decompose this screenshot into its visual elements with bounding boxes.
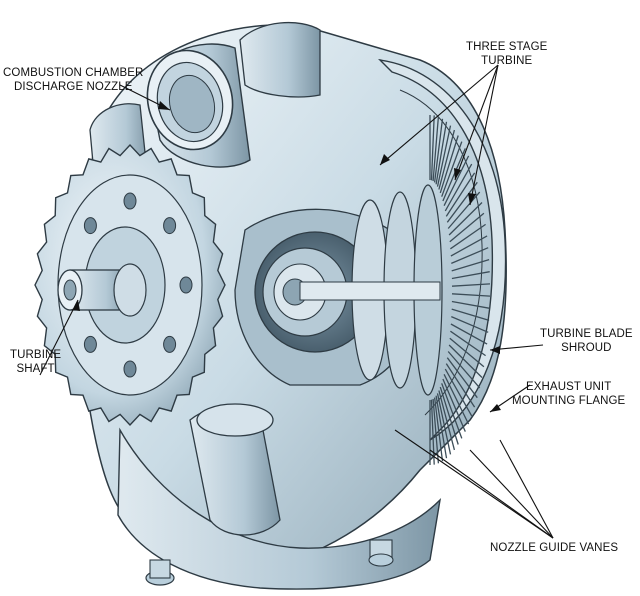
turbine-blade xyxy=(451,293,491,297)
turbine-blade xyxy=(432,398,440,464)
turbine-blade xyxy=(436,393,452,455)
turbine-blade xyxy=(432,116,440,182)
turbine-blade xyxy=(441,141,463,197)
turbine-blade xyxy=(447,191,481,229)
turbine-blade xyxy=(451,258,490,272)
turbine-blade xyxy=(435,121,448,185)
turbine-blade xyxy=(433,397,444,462)
bolt-hole xyxy=(83,335,97,353)
bolt-hole xyxy=(123,360,137,378)
turbine-blade xyxy=(430,115,435,181)
turbine-blade xyxy=(436,125,452,187)
turbine-blade xyxy=(444,163,473,212)
turbine-blade xyxy=(443,374,470,425)
turbine-blade xyxy=(435,395,448,459)
bolt-hole xyxy=(163,217,177,235)
turbine-blade xyxy=(450,235,488,257)
leader-lines xyxy=(39,64,554,539)
turbine-blade-ring xyxy=(429,115,491,465)
label-turbine-shaft: TURBINE SHAFT xyxy=(10,349,62,375)
turbine-shaft xyxy=(57,263,147,317)
turbine-blade xyxy=(439,135,459,194)
turbine-blade xyxy=(449,337,485,368)
discharge-nozzle xyxy=(89,21,321,205)
label-three-stage-turbine: THREE STAGE TURBINE xyxy=(466,41,548,67)
turbine-blade xyxy=(443,155,470,206)
bolt-hole xyxy=(83,217,97,235)
turbine-blade xyxy=(445,172,476,217)
turbine-blade xyxy=(445,363,476,408)
turbine-blade xyxy=(441,383,463,439)
turbine-blade xyxy=(451,283,491,287)
turbine-blade xyxy=(451,316,489,333)
turbine-blade xyxy=(451,300,490,309)
turbine-blade xyxy=(448,202,483,236)
turbine-blade xyxy=(450,330,486,357)
turbine-blade xyxy=(449,212,485,243)
turbine-blade xyxy=(450,323,488,345)
turbine-blade xyxy=(448,344,483,378)
turbine-blade xyxy=(447,351,481,389)
turbine-blade xyxy=(439,386,459,445)
turbine-blade xyxy=(430,399,435,465)
label-exhaust-unit-mounting-flange: EXHAUST UNIT MOUNTING FLANGE xyxy=(512,381,626,407)
bolt-hole xyxy=(179,276,193,294)
turbine-blade xyxy=(438,390,456,451)
turbine-blade xyxy=(438,129,456,190)
turbine-blade xyxy=(450,223,486,250)
turbine-blade xyxy=(446,357,478,399)
leader-arrowheads xyxy=(73,101,501,412)
label-turbine-blade-shroud: TURBINE BLADE SHROUD xyxy=(540,328,633,354)
turbine-blade xyxy=(444,368,473,417)
turbine-blade xyxy=(451,247,489,264)
turbine-blade xyxy=(451,271,490,280)
turbine-blade xyxy=(446,181,478,223)
turbine-blade xyxy=(451,308,490,322)
turbine-blade xyxy=(433,118,444,183)
turbine-blade xyxy=(442,148,466,202)
bolt-hole xyxy=(123,192,137,210)
label-nozzle-guide-vanes: NOZZLE GUIDE VANES xyxy=(490,542,619,554)
bolt-hole xyxy=(163,335,177,353)
turbine-cutaway-interior xyxy=(234,184,443,396)
label-combustion-chamber-discharge-nozzle: COMBUSTION CHAMBER DISCHARGE NOZZLE xyxy=(3,67,144,93)
turbine-blade xyxy=(442,378,466,432)
